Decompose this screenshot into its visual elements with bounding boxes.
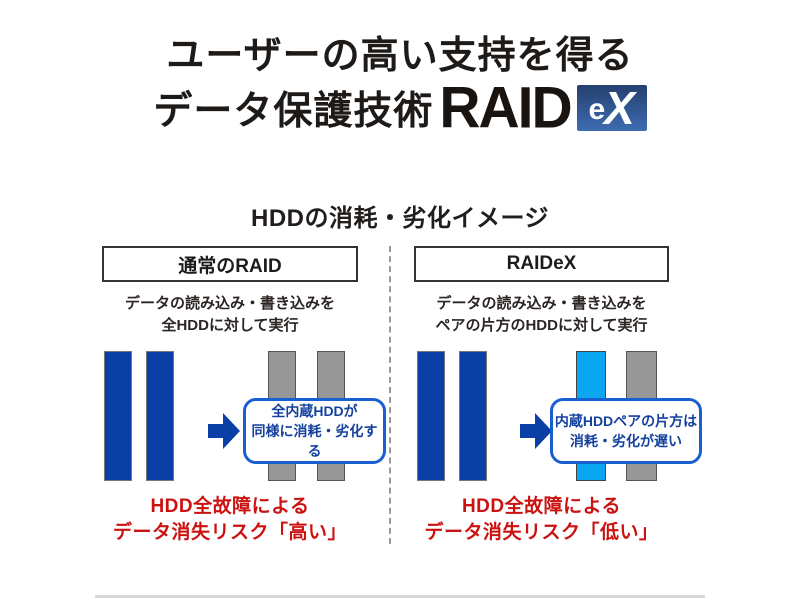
- description-line-1: データの読み込み・書き込みを: [124, 295, 335, 312]
- hdd-bar-new-1: [417, 351, 445, 481]
- section-title: HDDの消耗・劣化イメージ: [250, 205, 549, 232]
- wear-callout: 内蔵HDDペアの片方は 消耗・劣化が遅い: [550, 398, 702, 464]
- wear-callout: 全内蔵HDDが 同様に消耗・劣化する: [243, 398, 386, 464]
- risk-caption-low: HDD全故障による データ消失リスク「低い」: [414, 494, 669, 546]
- column-raidex: RAIDeX データの読み込み・書き込みを ペアの片方のHDDに対して実行 内蔵…: [414, 246, 702, 546]
- description-line-2: 全HDDに対して実行: [161, 317, 299, 334]
- caption-line-1: HDD全故障による: [150, 496, 310, 517]
- page-title: ユーザーの高い支持を得る: [166, 35, 634, 77]
- ex-logo-e: e: [588, 93, 606, 126]
- hdd-wear-diagram: 内蔵HDDペアの片方は 消耗・劣化が遅い: [414, 351, 702, 481]
- callout-line-1: 全内蔵HDDが: [271, 403, 358, 419]
- caption-line-2: データ消失リスク「高い」: [112, 522, 347, 543]
- hdd-bar-new-2: [146, 351, 174, 481]
- column-header-raidex: RAIDeX: [414, 246, 669, 282]
- description-line-2: ペアの片方のHDDに対して実行: [435, 317, 648, 334]
- column-normal-raid: 通常のRAID データの読み込み・書き込みを 全HDDに対して実行 全内蔵HDD…: [102, 246, 386, 546]
- subtitle-row: データ保護技術 RAID e X: [0, 75, 800, 141]
- caption-line-2: データ消失リスク「低い」: [424, 522, 659, 543]
- column-description: データの読み込み・書き込みを ペアの片方のHDDに対して実行: [414, 293, 669, 337]
- hdd-wear-diagram: 全内蔵HDDが 同様に消耗・劣化する: [102, 351, 386, 481]
- hdd-bar-new-1: [104, 351, 132, 481]
- risk-caption-high: HDD全故障による データ消失リスク「高い」: [102, 494, 358, 546]
- arrow-right-icon: [520, 413, 552, 449]
- raid-logotype: RAID: [439, 75, 572, 141]
- column-divider: [389, 246, 391, 544]
- callout-line-2: 消耗・劣化が遅い: [570, 433, 682, 449]
- arrow-right-icon: [208, 413, 240, 449]
- callout-line-2: 同様に消耗・劣化する: [251, 423, 378, 459]
- callout-line-1: 内蔵HDDペアの片方は: [554, 413, 698, 429]
- caption-line-1: HDD全故障による: [461, 496, 622, 517]
- hdd-bar-new-2: [459, 351, 487, 481]
- bottom-rule: [95, 595, 705, 598]
- column-header-normal-raid: 通常のRAID: [102, 246, 358, 282]
- ex-logo-x: X: [604, 85, 635, 131]
- description-line-1: データの読み込み・書き込みを: [436, 295, 647, 312]
- ex-logo-badge: e X: [576, 85, 647, 131]
- column-description: データの読み込み・書き込みを 全HDDに対して実行: [102, 293, 358, 337]
- subtitle-text: データ保護技術: [153, 90, 434, 133]
